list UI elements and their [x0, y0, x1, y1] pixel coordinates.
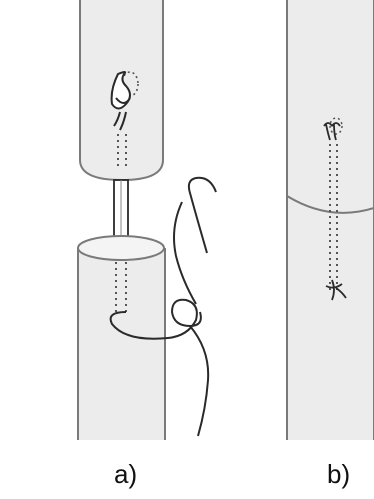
curved-needle [189, 178, 216, 253]
panel-b-illustration [287, 0, 374, 440]
panel-a-label: a) [114, 461, 137, 487]
panel-b-label: b) [327, 461, 350, 487]
joined-tube [287, 0, 374, 440]
panel-a-illustration [78, 0, 216, 440]
